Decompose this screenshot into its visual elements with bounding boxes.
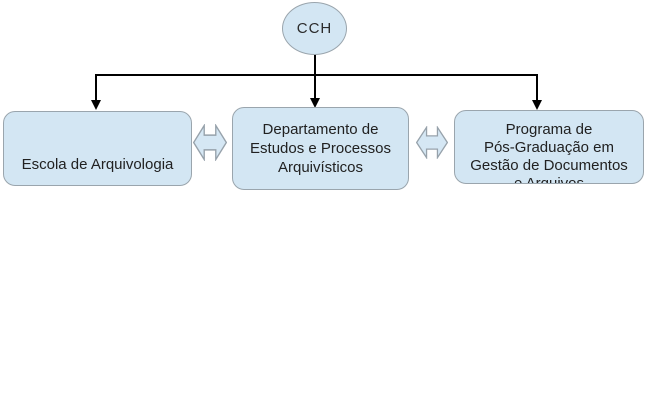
node-label-line-clipped: e Arquivos xyxy=(513,175,585,184)
org-node-cch-label: CCH xyxy=(296,20,333,37)
org-node-programa-pos-graduacao: Programa de Pós-Graduação em Gestão de D… xyxy=(454,110,644,184)
org-node-departamento: Departamento de Estudos e Processos Arqu… xyxy=(232,107,409,190)
node-label-line: Gestão de Documentos xyxy=(470,157,628,174)
arrowhead-down-right xyxy=(532,100,542,110)
org-node-cch: CCH xyxy=(282,2,347,55)
node-label-line: Escola de Arquivologia xyxy=(21,156,174,173)
node-label-line: Pós-Graduação em xyxy=(483,139,615,156)
node-label-line: Programa de xyxy=(505,121,593,138)
org-node-escola-de-arquivologia: Escola de Arquivologia xyxy=(3,111,192,186)
arrowhead-down-middle xyxy=(310,98,320,108)
arrowhead-down-left xyxy=(91,100,101,110)
double-arrow-icon xyxy=(416,126,448,159)
double-arrow-icon xyxy=(193,124,227,161)
node-label-line: Arquivísticos xyxy=(277,159,364,176)
node-label-line: Estudos e Processos xyxy=(250,140,391,157)
node-label-line: Departamento de xyxy=(262,121,379,138)
